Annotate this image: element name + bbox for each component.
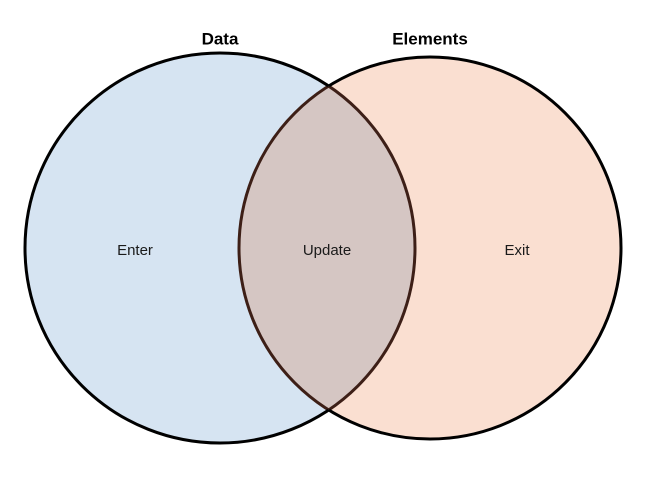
elements-set-title: Elements [392, 29, 468, 48]
update-intersection-region [239, 57, 415, 439]
data-set-title: Data [202, 29, 239, 48]
enter-region-label: Enter [117, 242, 153, 259]
elements-circle-outer-arc [237, 55, 623, 441]
update-region-label: Update [303, 242, 351, 259]
update-intersection-fill [239, 57, 415, 439]
data-circle-outer-arc [23, 51, 417, 445]
exit-region-label: Exit [504, 242, 530, 259]
